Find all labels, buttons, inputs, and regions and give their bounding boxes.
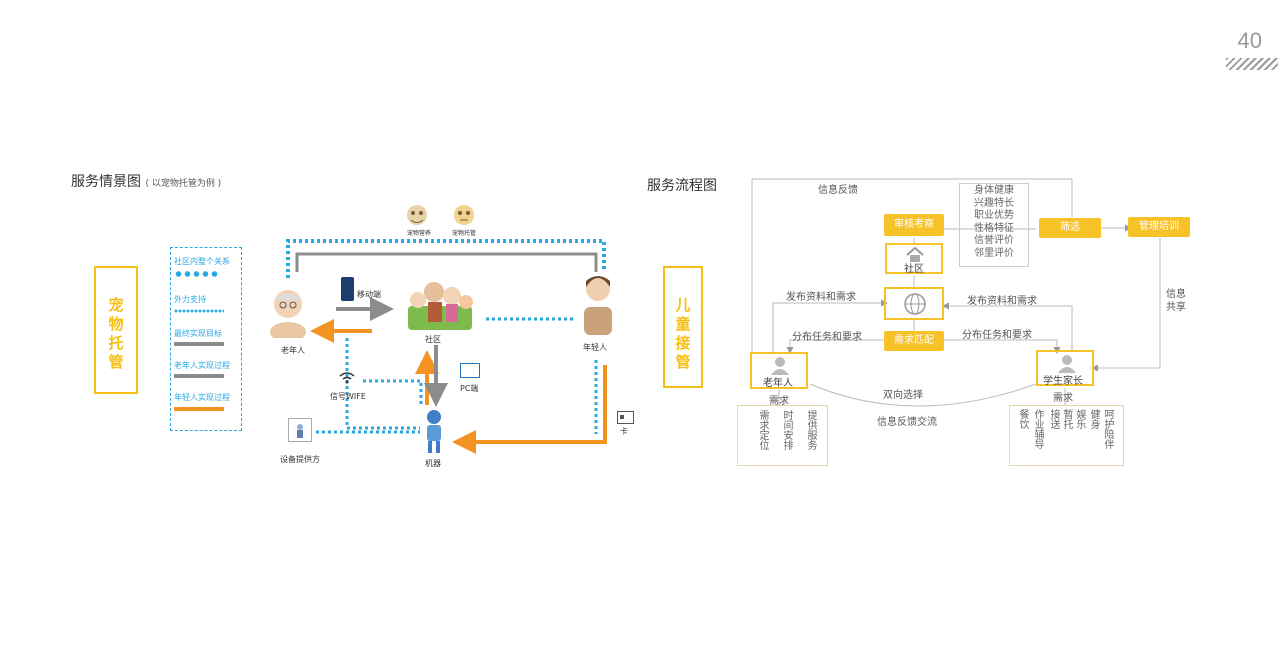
- parent-node: 学生家长: [1036, 350, 1094, 387]
- community-node-label: 社区: [904, 264, 924, 275]
- person-icon: [771, 357, 789, 375]
- community-family-icon: [406, 276, 474, 334]
- elder-need-item: 需求定位: [757, 410, 768, 450]
- legend-label-support: 外力支持: [174, 295, 206, 304]
- youth-label: 年轻人: [583, 343, 607, 352]
- manage-training-box: 管理培训: [1128, 217, 1190, 237]
- pc-icon: [460, 363, 480, 378]
- community-label: 社区: [425, 335, 441, 344]
- feedback-label: 信息反馈: [818, 185, 858, 196]
- parent-need-item: 作业辅导: [1032, 409, 1043, 449]
- screen-box: 筛选: [1039, 218, 1101, 238]
- child-care-side-box: 儿童接管: [663, 266, 703, 388]
- scenario-subtitle: ( 以宠物托管为例 ): [145, 179, 222, 189]
- mobile-phone-icon: [341, 277, 354, 301]
- two-way-label: 双向选择: [883, 390, 923, 401]
- parent-need-label: 需求: [1053, 393, 1073, 404]
- elder-node-label: 老年人: [763, 378, 793, 389]
- globe-icon: [904, 293, 926, 315]
- legend-swatch-goal: [174, 342, 224, 346]
- criteria-item: 性格特征: [974, 222, 1014, 234]
- youth-icon: [578, 271, 618, 341]
- wifi-icon: [338, 370, 356, 390]
- pet-care-side-box: 宠物托管: [94, 266, 138, 394]
- legend-label-youth: 年轻人实现过程: [174, 393, 230, 402]
- elder-need-label: 需求: [769, 396, 789, 407]
- info-share-label: 信息共享: [1166, 289, 1186, 313]
- legend-swatch-elder: [174, 374, 224, 378]
- review-box: 审核考察: [884, 214, 944, 236]
- elder-needs-box: [737, 405, 828, 466]
- page-number-decoration: [1226, 58, 1278, 70]
- device-provider-label: 设备提供方: [280, 455, 320, 464]
- pet-hosting-label: 宠物托管: [452, 230, 477, 237]
- demand-match-box: 需求匹配: [884, 331, 944, 351]
- platform-node: [884, 287, 944, 320]
- pet-nutrition-label: 宠物营养: [407, 230, 432, 237]
- parent-node-label: 学生家长: [1043, 376, 1083, 387]
- legend-label-elder: 老年人实现过程: [174, 361, 230, 370]
- criteria-list: 身体健康 兴趣特长 职业优势 性格特征 信誉评价 邻里评价: [960, 185, 1028, 260]
- legend-swatch-community: [174, 271, 220, 277]
- feedback-exchange-label: 信息反馈交流: [877, 417, 937, 428]
- legend-swatch-support: [174, 309, 224, 313]
- parent-need-item: 暂托: [1061, 409, 1072, 429]
- device-provider-icon: [288, 418, 312, 442]
- elder-need-item: 时间安排: [781, 410, 792, 450]
- criteria-item: 身体健康: [974, 185, 1014, 196]
- parent-need-item: 健身: [1088, 409, 1099, 429]
- page-number: 40: [1237, 28, 1262, 53]
- elder-label: 老年人: [281, 346, 305, 355]
- publish-right-label: 发布资料和需求: [967, 296, 1037, 307]
- publish-left-label: 发布资料和需求: [786, 292, 856, 303]
- card-icon: [617, 411, 634, 424]
- legend-label-community: 社区内整个关系: [174, 257, 230, 266]
- criteria-item: 兴趣特长: [974, 197, 1014, 209]
- parent-needs-box: [1009, 405, 1124, 466]
- elder-node: 老年人: [750, 352, 808, 389]
- pet-nutrition-icon: [405, 203, 429, 227]
- parent-need-item: 餐饮: [1017, 409, 1028, 429]
- card-label: 卡: [620, 427, 628, 436]
- parent-need-item: 接送: [1048, 409, 1059, 429]
- legend-swatch-youth: [174, 407, 224, 411]
- flow-title: 服务流程图: [647, 178, 717, 194]
- elder-need-item: 提供服务: [805, 410, 816, 450]
- legend-label-goal: 最终实现目标: [174, 329, 222, 338]
- parent-need-item: 呵护陪伴: [1102, 409, 1113, 449]
- elder-icon: [268, 286, 308, 342]
- assign-right-label: 分布任务和要求: [962, 330, 1032, 341]
- pet-hosting-icon: [452, 203, 476, 227]
- pet-care-side-label: 宠物托管: [108, 296, 124, 371]
- house-icon: [906, 246, 924, 262]
- assign-left-label: 分布任务和要求: [792, 332, 862, 343]
- mobile-label: 移动端: [357, 290, 381, 299]
- scenario-title: 服务情景图 ( 以宠物托管为例 ): [71, 171, 221, 191]
- wifi-label: 信号WIFE: [330, 392, 366, 401]
- robot-icon: [420, 409, 448, 459]
- child-care-side-label: 儿童接管: [675, 296, 691, 371]
- parent-need-item: 娱乐: [1074, 409, 1085, 429]
- robot-label: 机器: [425, 459, 441, 468]
- scenario-title-text: 服务情景图: [71, 174, 141, 190]
- criteria-item: 信誉评价: [974, 235, 1014, 246]
- community-node: 社区: [885, 243, 943, 275]
- legend-box: [170, 247, 242, 431]
- pc-label: PC端: [460, 384, 479, 393]
- criteria-item: 邻里评价: [974, 247, 1014, 259]
- criteria-box: 身体健康 兴趣特长 职业优势 性格特征 信誉评价 邻里评价: [959, 183, 1029, 267]
- criteria-item: 职业优势: [974, 210, 1014, 221]
- person-icon: [1058, 355, 1076, 373]
